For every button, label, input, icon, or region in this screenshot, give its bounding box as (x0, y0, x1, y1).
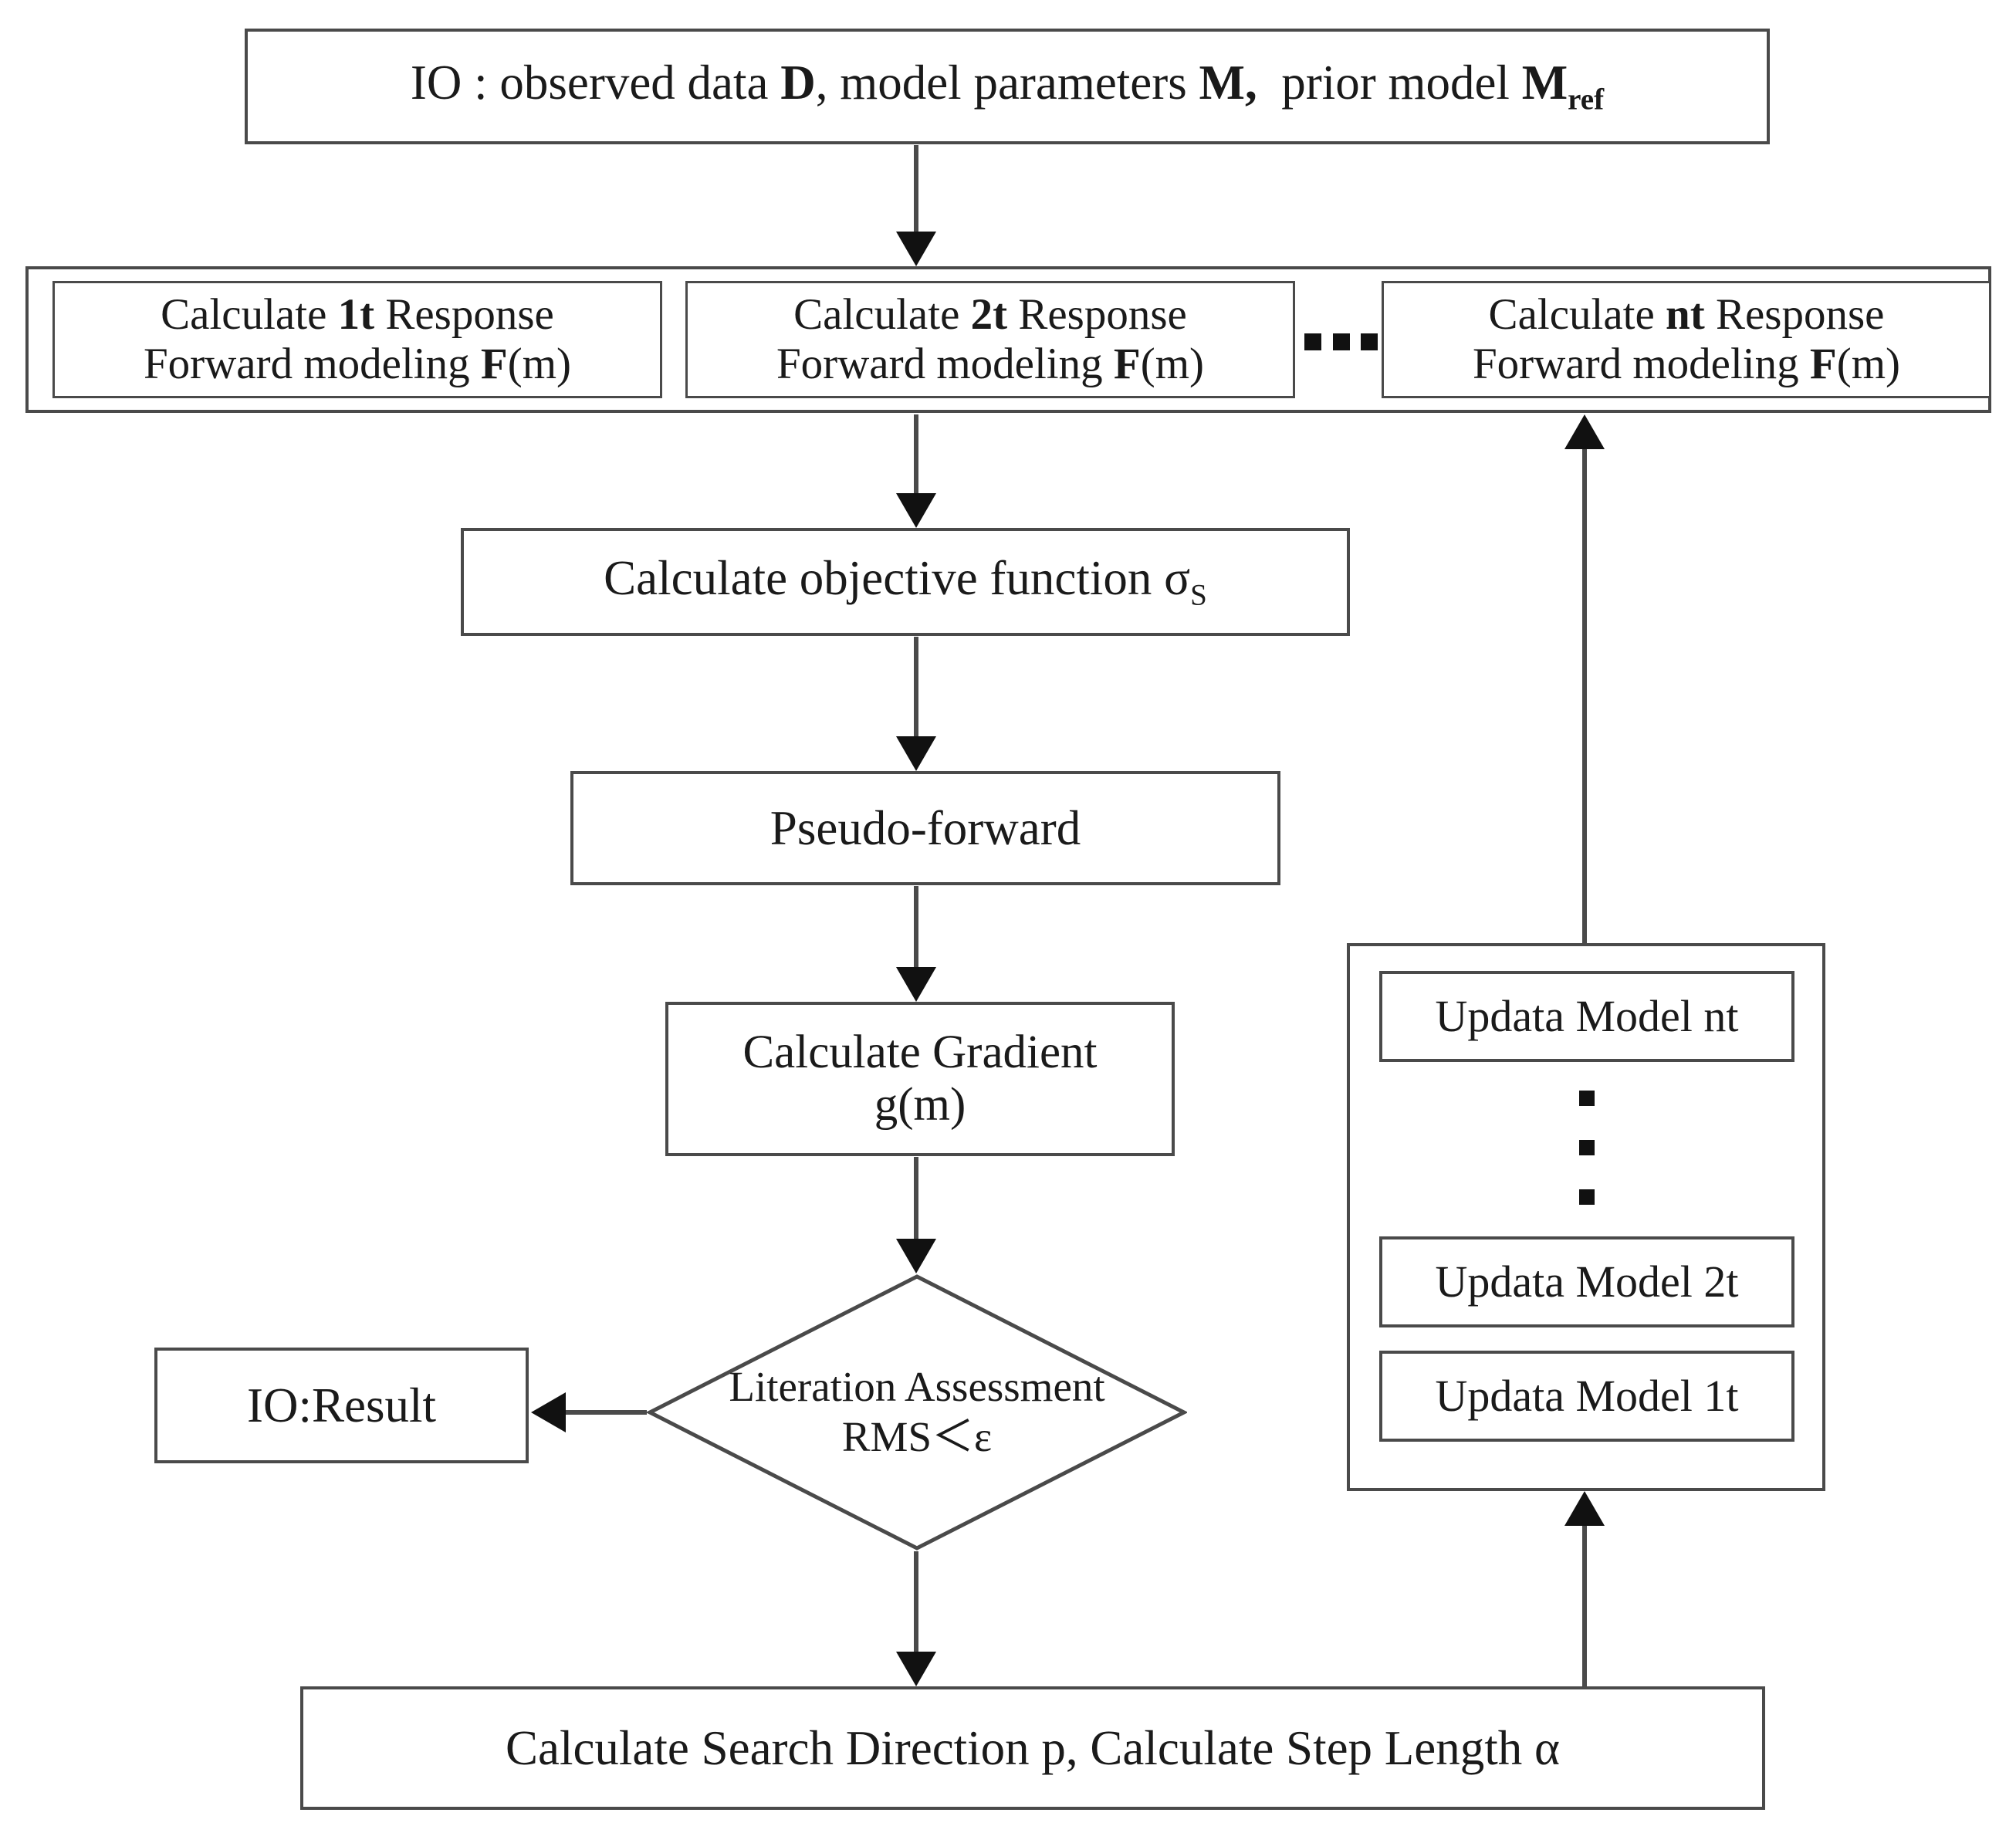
forward-box-1t[interactable]: Calculate 1t Response Forward modeling F… (52, 281, 662, 398)
io-input-text: IO : observed data D, model parameters M… (410, 56, 1605, 117)
pseudo-forward-box[interactable]: Pseudo-forward (570, 771, 1280, 885)
ellipsis-dot (1304, 333, 1321, 350)
forward-box-nt-line2: Forward modeling F(m) (1472, 340, 1901, 388)
search-direction-box[interactable]: Calculate Search Direction p, Calculate … (300, 1686, 1765, 1810)
calculate-gradient-box[interactable]: Calculate Gradient g(m) (665, 1002, 1175, 1156)
update-ellipsis-icon (1578, 1091, 1596, 1205)
update-model-2t-text: Updata Model 2t (1435, 1256, 1739, 1307)
forward-box-1t-line2: Forward modeling F(m) (143, 340, 572, 388)
update-model-nt-text: Updata Model nt (1435, 990, 1739, 1041)
objective-function-box[interactable]: Calculate objective function σS (461, 528, 1350, 636)
io-input-box[interactable]: IO : observed data D, model parameters M… (245, 29, 1770, 144)
gradient-line2: g(m) (874, 1079, 966, 1131)
forward-box-2t[interactable]: Calculate 2t Response Forward modeling F… (685, 281, 1295, 398)
forward-box-2t-line1: Calculate 2t Response (793, 290, 1187, 340)
update-model-1t-text: Updata Model 1t (1435, 1370, 1739, 1421)
gradient-line1: Calculate Gradient (742, 1026, 1098, 1078)
pseudo-forward-text: Pseudo-forward (770, 800, 1081, 855)
update-model-nt-box[interactable]: Updata Model nt (1379, 971, 1794, 1062)
forward-box-nt[interactable]: Calculate nt Response Forward modeling F… (1382, 281, 1991, 398)
ellipsis-dot (1579, 1091, 1595, 1106)
io-result-text: IO:Result (247, 1378, 436, 1432)
diamond-shape-icon (647, 1274, 1187, 1551)
objective-function-text: Calculate objective function σS (604, 551, 1207, 612)
forward-box-1t-line1: Calculate 1t Response (161, 290, 554, 340)
forward-box-2t-line2: Forward modeling F(m) (776, 340, 1205, 388)
forward-ellipsis-icon (1304, 332, 1378, 352)
ellipsis-dot (1579, 1140, 1595, 1155)
io-result-box[interactable]: IO:Result (154, 1348, 529, 1463)
forward-box-nt-line1: Calculate nt Response (1488, 290, 1885, 340)
ellipsis-dot (1361, 333, 1378, 350)
search-direction-text: Calculate Search Direction p, Calculate … (505, 1720, 1561, 1775)
ellipsis-dot (1579, 1189, 1595, 1205)
update-model-1t-box[interactable]: Updata Model 1t (1379, 1351, 1794, 1442)
update-model-2t-box[interactable]: Updata Model 2t (1379, 1236, 1794, 1327)
decision-diamond[interactable]: Literation Assessment RMS＜ε (647, 1273, 1187, 1551)
ellipsis-dot (1332, 333, 1350, 350)
